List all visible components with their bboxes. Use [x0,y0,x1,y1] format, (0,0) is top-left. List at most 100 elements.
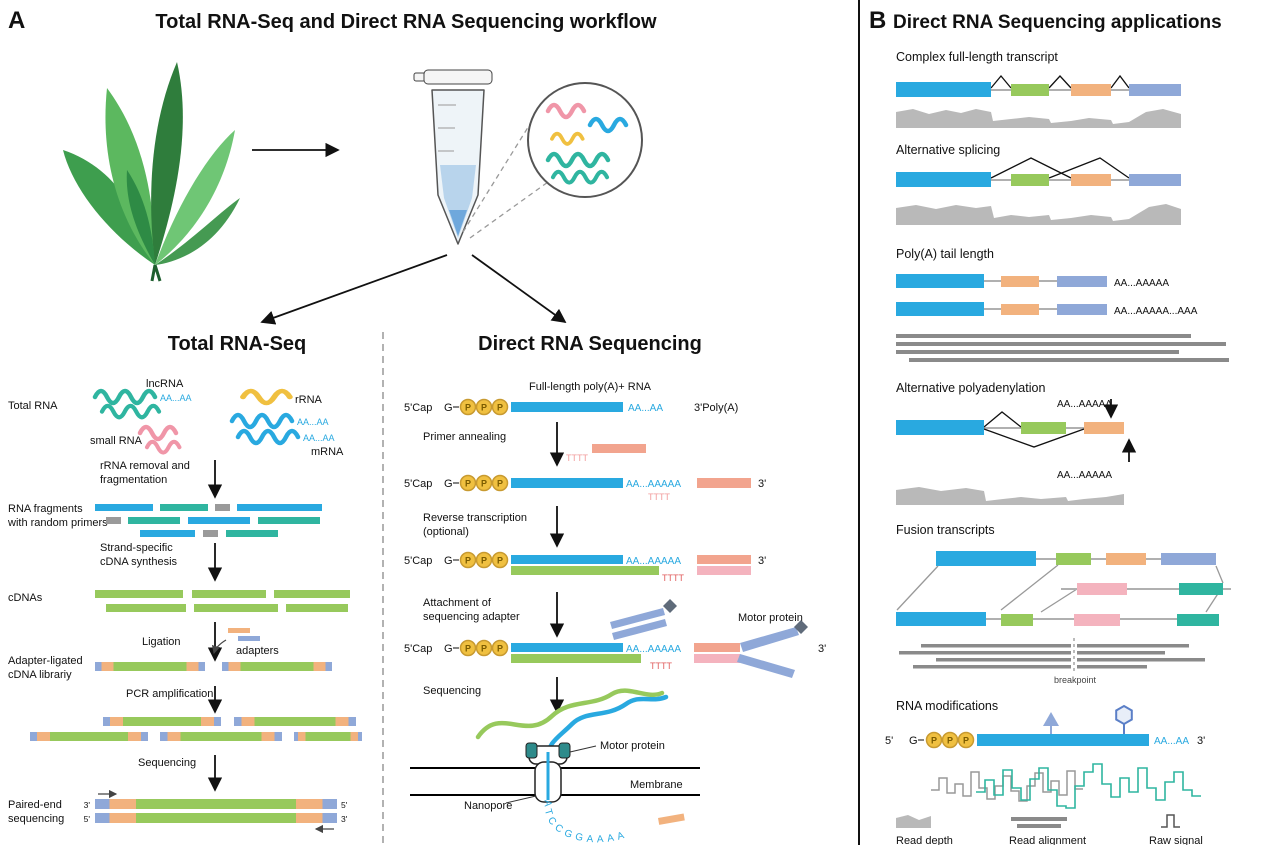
tttt-text: TTTT [662,573,684,583]
mrna-label: mRNA [311,446,344,458]
oligo-dt-primer: TTTT [566,444,646,463]
total-rna-group: lncRNA AA...AA Total RNA small RNA rRNA … [8,378,344,458]
p-label: P [481,556,487,566]
nanopore-diagram: Membrane Motor protein Nanopore ATCCGGAA… [410,688,700,845]
polya-long-tail-text: AA...AAAAA...AAA [1114,306,1198,317]
panel-b-title: Direct RNA Sequencing applications [893,12,1222,33]
read2-5prime: 5' [84,814,91,824]
polya-text: AA...AA [303,433,335,443]
total-rna-seq-title: Total RNA-Seq [168,333,307,355]
p-label: P [481,403,487,413]
p-label: P [465,556,471,566]
section-splicing-label: Alternative splicing [896,143,1000,157]
motor-protein-label: Motor protein [738,612,803,624]
basecall-letters: ATCCGGAAAA [542,800,626,845]
cap-label: 5'Cap [404,555,432,567]
p-label: P [481,479,487,489]
adapter-bar [697,555,751,564]
five-cap-group-row3: 5'Cap G P P P [404,551,509,569]
library-label-1: Adapter-ligated [8,655,83,667]
panel-a-label: A [8,7,25,34]
motor-protein-label: Motor protein [600,740,665,752]
g-label: G [444,478,453,490]
section-fusion-label: Fusion transcripts [896,523,995,537]
panel-a-title: Total RNA-Seq and Direct RNA Sequencing … [155,11,657,33]
p-label: P [497,556,503,566]
read-depth-track [896,487,1124,505]
cdna-bar [511,654,641,663]
pcr-product-bars [30,717,362,741]
legend-read-depth-label: Read depth [896,835,953,845]
library-label-2: cDNA librariy [8,669,72,681]
adapter-bar [697,478,751,488]
tttt-text: TTTT [648,492,670,502]
complex-transcript [896,74,1181,128]
three-prime-label: 3' [818,643,826,655]
apa-polya-text-top: AA...AAAAA [1057,399,1112,410]
rna-modifications-diagram: 5' G P P P AA...AA 3' [885,704,1205,809]
sequencing-label: Sequencing [138,757,196,769]
p-label: P [465,644,471,654]
direct-rna-seq-title: Direct RNA Sequencing [478,333,702,355]
g-label: G [444,555,453,567]
three-prime-label: 3' [758,555,766,567]
polya-short-text: AA...AA [1154,736,1189,747]
small-rna-label: small RNA [90,435,143,447]
fragments-label-1: RNA fragments [8,503,83,515]
section-mods-label: RNA modifications [896,699,998,713]
three-prime-label: 3' [1197,735,1205,747]
total-rna-label: Total RNA [8,400,58,412]
fusion-diagram: breakpoint [896,551,1231,685]
p-label: P [465,403,471,413]
paired-end-bars: 3' 5' 5' 3' [84,789,348,834]
p-label: P [931,736,937,746]
raw-signal-icon [1161,814,1180,828]
read2-3prime: 3' [341,814,348,824]
plant-illustration [63,62,240,282]
adapter-tail [657,813,685,825]
sample-tube-icon [413,69,493,245]
polya-short-text: AA...AA [628,403,663,414]
branch-arrow-left [260,254,448,325]
polya-long-text: AA...AAAAA [626,556,681,567]
modification-triangle-icon [1043,712,1059,726]
alt-splicing-transcript [896,157,1181,225]
membrane-label: Membrane [630,779,683,791]
three-prime-label: 3' [758,478,766,490]
adapter-complement-bar [694,654,740,663]
tttt-text: TTTT [566,453,588,463]
section-complex-label: Complex full-length transcript [896,50,1058,64]
p-label: P [963,736,969,746]
modification-hexagon-icon [1115,704,1133,726]
g-label: G [444,643,453,655]
strand-specific-label-2: cDNA synthesis [100,556,178,568]
rna-magnifier-bubble [462,82,643,239]
adapter-complement-bar [697,566,751,575]
rt-label-1: Reverse transcription [423,512,527,524]
pcr-label: PCR amplification [126,688,213,700]
adapters-label: adapters [236,645,279,657]
section-apa-label: Alternative polyadenylation [896,381,1045,395]
legend-read-alignment-label: Read alignment [1009,835,1086,845]
raw-signal-teal [976,763,1201,809]
p-label: P [497,403,503,413]
cap-label: 5'Cap [404,402,432,414]
read-depth-icon [896,815,931,828]
read-depth-track [896,204,1181,225]
rna-fragment-bars [95,504,322,537]
panel-divider [858,0,860,845]
five-cap-group-row1: 5'Cap G P P P [404,398,509,416]
legend: Read depth Read alignment Raw signal [896,814,1203,845]
five-cap-group-row2: 5'Cap G P P P [404,474,509,492]
rrna-removal-label-2: fragmentation [100,474,167,486]
motor-protein-diamond [794,620,808,634]
read1-5prime: 5' [341,800,348,810]
nanopore-label: Nanopore [464,800,512,812]
cdna-bar [511,566,659,575]
panel-b-label: B [869,7,886,34]
paired-end-label-1: Paired-end [8,799,62,811]
forked-sequencing-adapter [737,620,808,678]
g-label: G [444,402,453,414]
polya-tail-diagram: AA...AAAAA AA...AAAAA...AAA [896,274,1229,362]
p-label: P [481,644,487,654]
